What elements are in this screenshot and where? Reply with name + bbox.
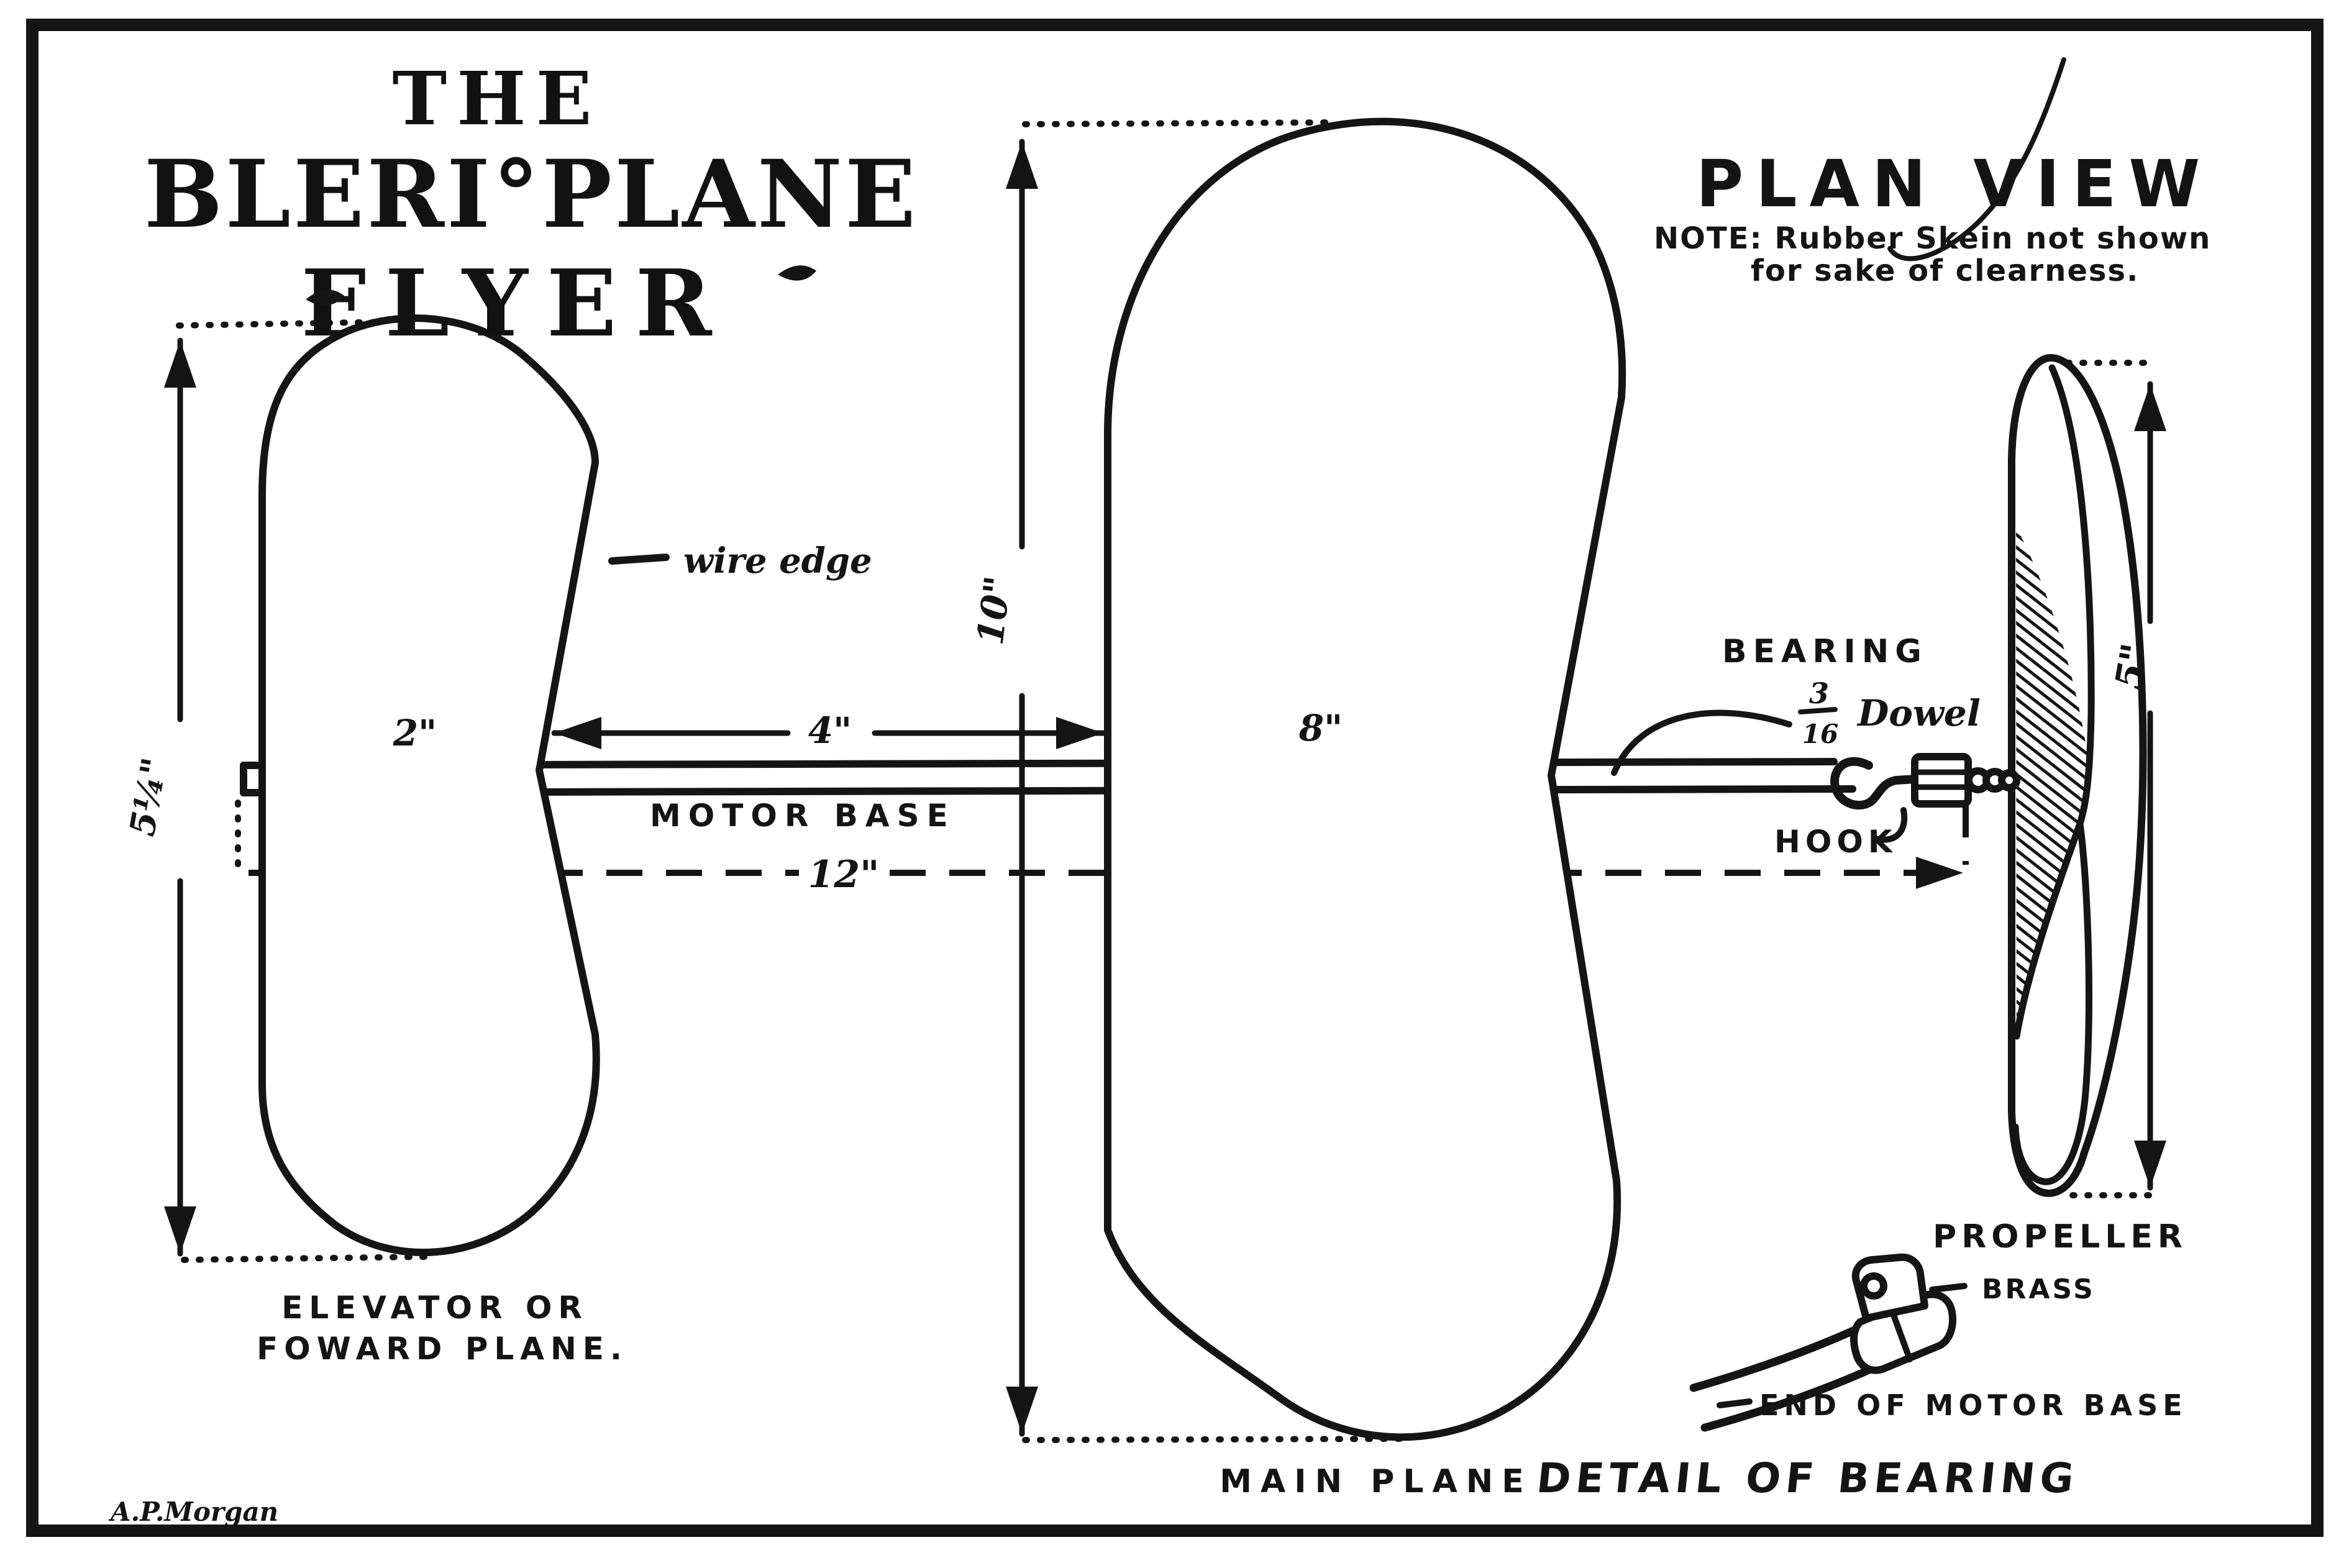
title-line2: BLERI°PLANE — [144, 140, 919, 249]
flourish-right-icon — [778, 265, 816, 281]
propeller-hatching — [2016, 527, 2089, 1037]
title-line3: FLYER — [301, 249, 730, 357]
plan-view-label: PLAN VIEW — [1696, 146, 2212, 222]
brass-leader-dash — [1929, 1283, 1968, 1293]
note-line2: for sake of clearness. — [1751, 253, 2139, 288]
dim-12in-label: 12" — [808, 853, 880, 896]
hook-leader-curve — [1872, 807, 1908, 843]
dim-10in-label: 10" — [969, 573, 1019, 647]
shaft-bead-3 — [1998, 769, 2020, 791]
propeller-twist-line-upper — [2048, 364, 2095, 827]
propeller-blade-teardrop — [2012, 820, 2092, 1185]
elevator-label-line1: ELEVATOR OR — [281, 1290, 588, 1326]
dowel-fraction-denominator: 16 — [1802, 719, 1838, 749]
dim-2in-label: 2" — [393, 712, 437, 754]
end-of-motor-base-leader-dash — [1717, 1398, 1753, 1408]
dowel-fraction-numerator: 3 — [1809, 677, 1829, 710]
title-line1: THE — [392, 55, 601, 142]
detail-brass-hole — [1860, 1272, 1887, 1300]
bearing-block — [1911, 753, 1972, 808]
motor-base-label: MOTOR BASE — [650, 798, 955, 834]
bearing-block-lines — [1915, 769, 1968, 790]
elevator-bottom-projection-line — [181, 1254, 431, 1263]
detail-of-bearing-label: DETAIL OF BEARING — [1535, 1454, 2081, 1502]
hook-shape — [1830, 757, 1920, 809]
wire-edge-leader-dash — [608, 554, 670, 565]
wire-edge-label: wire edge — [683, 540, 872, 581]
detail-rod-top-edge — [1689, 1323, 1866, 1392]
flourish-left-icon — [306, 289, 344, 306]
end-of-motor-base-label: END OF MOTOR BASE — [1759, 1388, 2187, 1422]
hook-label: HOOK — [1774, 824, 1897, 860]
signature: A.P.Morgan — [108, 1497, 278, 1527]
plan-view-swash — [1887, 57, 2066, 262]
dowel-leader-curve — [1611, 709, 1792, 776]
bearing-detail-drawing — [1689, 1253, 1956, 1432]
note-line1: NOTE: Rubber Skein not shown — [1654, 221, 2211, 256]
dim-8in-label: 8" — [1298, 707, 1343, 749]
elevator-top-projection-line — [176, 319, 396, 329]
bearing-label: BEARING — [1722, 633, 1928, 670]
detail-sleeve-divider — [1888, 1305, 1913, 1362]
main-plane-label: MAIN PLANE — [1220, 1463, 1533, 1500]
dowel-fraction-bar — [1798, 707, 1838, 714]
propeller-label: PROPELLER — [1933, 1218, 2187, 1256]
main-plane-outline — [1104, 117, 1626, 1441]
detail-rod-bottom-edge — [1700, 1362, 1881, 1432]
dim-4in-label: 4" — [808, 709, 852, 752]
mainplane-bottom-projection-line — [1022, 1436, 1404, 1443]
elevator-outline — [258, 314, 600, 1256]
dim-5in-label: 5" — [2107, 640, 2158, 692]
detail-sleeve-band — [1850, 1290, 1956, 1374]
dowel-label: Dowel — [1856, 692, 1981, 734]
brass-label: BRASS — [1982, 1274, 2095, 1305]
elevator-label-line2: FOWARD PLANE. — [257, 1331, 628, 1367]
